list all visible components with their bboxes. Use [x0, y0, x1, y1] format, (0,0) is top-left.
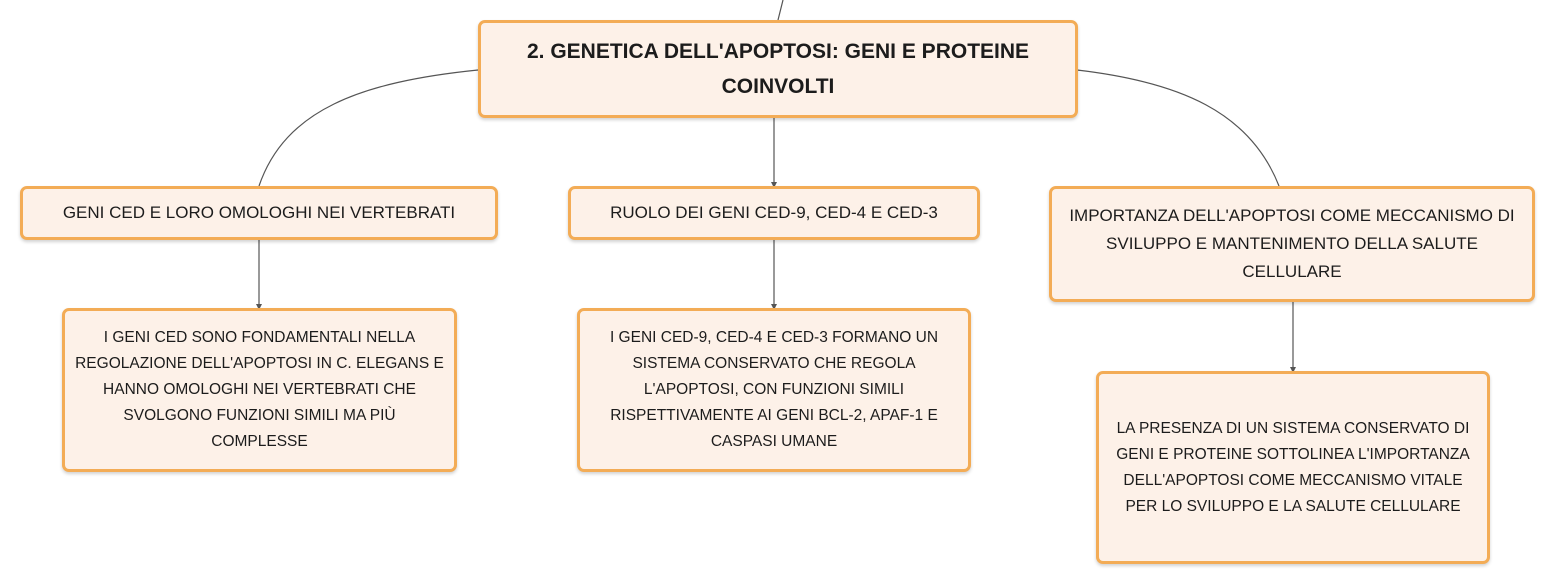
detail-text: I GENI CED SONO FONDAMENTALI NELLA REGOL… [75, 329, 444, 450]
main-topic-text: 2. GENETICA DELL'APOPTOSI: GENI E PROTEI… [526, 40, 1030, 98]
branch-title: RUOLO DEI GENI CED-9, CED-4 E CED-3 [610, 203, 938, 222]
connector-main-to-branch-3 [1076, 69, 1280, 187]
arrowhead-branch-2 [771, 182, 777, 188]
branch-title: IMPORTANZA DELL'APOPTOSI COME MECCANISMO… [1069, 206, 1515, 281]
branch-node-ced-genes[interactable]: GENI CED E LORO OMOLOGHI NEI VERTEBRATI [20, 186, 498, 240]
detail-node-ced-roles[interactable]: I GENI CED-9, CED-4 E CED-3 FORMANO UN S… [577, 308, 971, 472]
connector-parent [777, 0, 784, 21]
main-topic-node[interactable]: 2. GENETICA DELL'APOPTOSI: GENI E PROTEI… [478, 20, 1078, 118]
detail-text: LA PRESENZA DI UN SISTEMA CONSERVATO DI … [1116, 419, 1470, 515]
detail-text: I GENI CED-9, CED-4 E CED-3 FORMANO UN S… [609, 329, 939, 450]
branch-node-ced-roles[interactable]: RUOLO DEI GENI CED-9, CED-4 E CED-3 [568, 186, 980, 240]
arrowhead-detail-2 [771, 304, 777, 310]
arrowhead-detail-3 [1290, 367, 1296, 373]
detail-node-importance[interactable]: LA PRESENZA DI UN SISTEMA CONSERVATO DI … [1096, 371, 1490, 564]
branch-node-importance[interactable]: IMPORTANZA DELL'APOPTOSI COME MECCANISMO… [1049, 186, 1535, 302]
detail-node-ced-genes[interactable]: I GENI CED SONO FONDAMENTALI NELLA REGOL… [62, 308, 457, 472]
connector-main-to-branch-1 [258, 69, 479, 187]
branch-title: GENI CED E LORO OMOLOGHI NEI VERTEBRATI [62, 203, 456, 222]
arrowhead-detail-1 [256, 304, 262, 310]
